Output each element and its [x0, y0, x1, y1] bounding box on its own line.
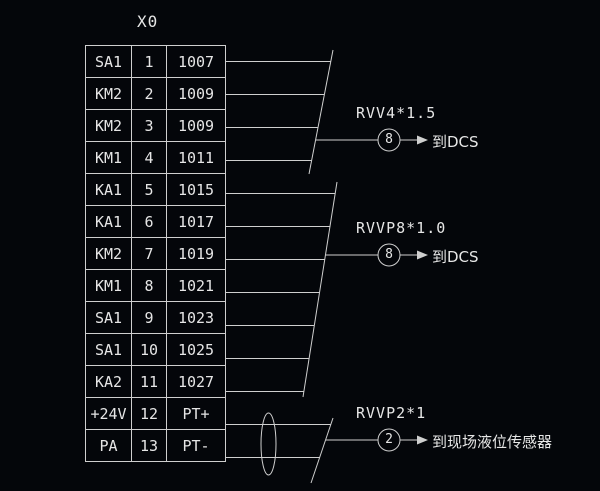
wire-lines-group3 — [225, 424, 331, 458]
terminal-number: 4 — [132, 142, 167, 174]
wire-number: 1015 — [167, 174, 226, 206]
cable2-arrowhead — [417, 250, 428, 260]
device-label: KM2 — [86, 238, 132, 270]
cable3-core-count: 2 — [385, 432, 393, 447]
device-label: SA1 — [86, 46, 132, 78]
table-row: KM2 3 1009 — [86, 110, 226, 142]
table-row: KA2 11 1027 — [86, 366, 226, 398]
terminal-number: 10 — [132, 334, 167, 366]
device-label: KM1 — [86, 270, 132, 302]
table-row: KM1 8 1021 — [86, 270, 226, 302]
cable3-leader — [325, 428, 428, 452]
cable2-leader — [325, 243, 428, 267]
cable2-destination: 到DCS — [432, 248, 479, 266]
table-row: SA1 10 1025 — [86, 334, 226, 366]
wire-number: PT- — [167, 430, 226, 462]
cable-shield-symbol — [260, 412, 277, 476]
wire-number: 1019 — [167, 238, 226, 270]
table-row: KA1 6 1017 — [86, 206, 226, 238]
table-row: SA1 1 1007 — [86, 46, 226, 78]
terminal-number: 8 — [132, 270, 167, 302]
cable1-destination: 到DCS — [432, 133, 479, 151]
device-label: KM1 — [86, 142, 132, 174]
device-label: KA2 — [86, 366, 132, 398]
wire-number: 1025 — [167, 334, 226, 366]
device-label: KM2 — [86, 110, 132, 142]
terminal-number: 9 — [132, 302, 167, 334]
cable-bundle-diagonal-2 — [302, 181, 338, 398]
table-row: PA 13 PT- — [86, 430, 226, 462]
table-row: +24V 12 PT+ — [86, 398, 226, 430]
terminal-table: SA1 1 1007 KM2 2 1009 KM2 3 1009 KM1 4 1… — [85, 45, 226, 462]
wire-number: 1017 — [167, 206, 226, 238]
table-row: KM1 4 1011 — [86, 142, 226, 174]
device-label: +24V — [86, 398, 132, 430]
table-row: KA1 5 1015 — [86, 174, 226, 206]
cable1-core-count: 8 — [385, 132, 393, 147]
cable2-core-count: 8 — [385, 247, 393, 262]
device-label: PA — [86, 430, 132, 462]
terminal-number: 1 — [132, 46, 167, 78]
wire-number: 1023 — [167, 302, 226, 334]
device-label: SA1 — [86, 334, 132, 366]
terminal-number: 11 — [132, 366, 167, 398]
device-label: KA1 — [86, 206, 132, 238]
wire-number: 1027 — [167, 366, 226, 398]
cable-bundle-diagonal-1 — [308, 49, 334, 175]
terminal-strip-title: X0 — [137, 12, 159, 31]
table-row: KM2 2 1009 — [86, 78, 226, 110]
table-row: SA1 9 1023 — [86, 302, 226, 334]
device-label: KM2 — [86, 78, 132, 110]
cable3-arrowhead — [417, 435, 428, 445]
cable-bundle-diagonal-3 — [310, 417, 334, 484]
wire-number: 1009 — [167, 110, 226, 142]
terminal-number: 6 — [132, 206, 167, 238]
cable3-spec-label: RVVP2*1 — [356, 404, 427, 422]
terminal-number: 7 — [132, 238, 167, 270]
terminal-number: 2 — [132, 78, 167, 110]
wire-lines-group2 — [225, 193, 336, 392]
cable3-destination: 到现场液位传感器 — [432, 433, 553, 451]
cable1-arrowhead — [417, 135, 428, 145]
wire-number: PT+ — [167, 398, 226, 430]
terminal-number: 5 — [132, 174, 167, 206]
terminal-number: 12 — [132, 398, 167, 430]
cable2-spec-label: RVVP8*1.0 — [356, 219, 447, 237]
terminal-number: 3 — [132, 110, 167, 142]
wire-number: 1011 — [167, 142, 226, 174]
terminal-number: 13 — [132, 430, 167, 462]
cable1-leader — [315, 128, 428, 152]
cable1-spec-label: RVV4*1.5 — [356, 104, 437, 122]
table-row: KM2 7 1019 — [86, 238, 226, 270]
wire-lines-group1 — [225, 61, 331, 161]
device-label: SA1 — [86, 302, 132, 334]
device-label: KA1 — [86, 174, 132, 206]
wire-number: 1021 — [167, 270, 226, 302]
